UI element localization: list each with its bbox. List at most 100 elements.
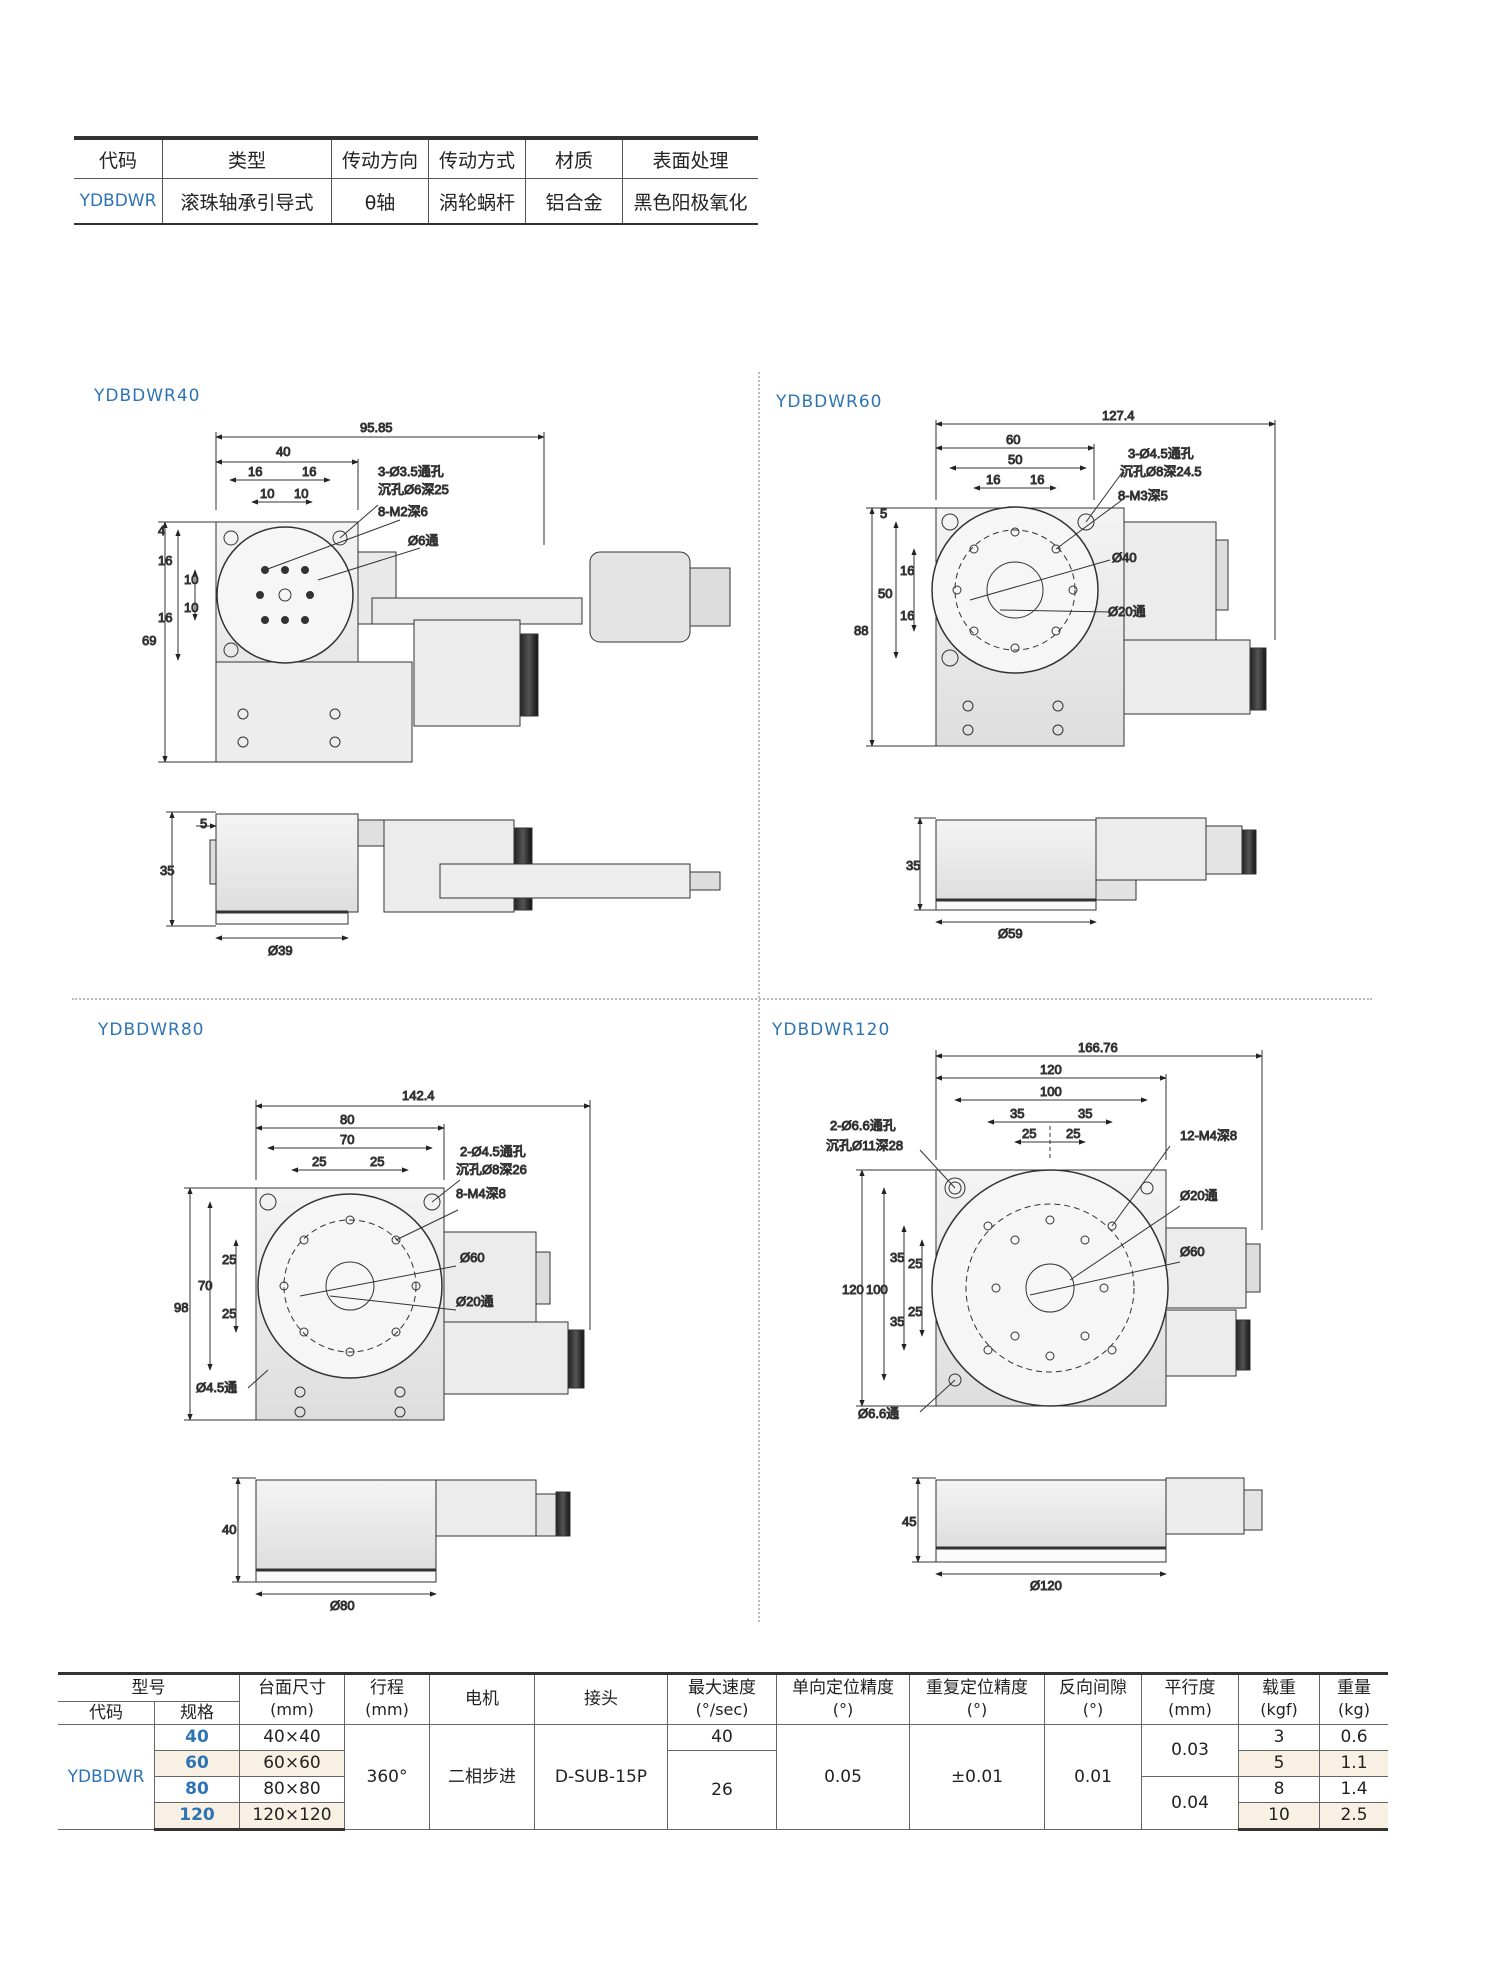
note-80-0: 2-Ø4.5通孔	[460, 1144, 526, 1159]
cell-weight: 0.6	[1319, 1724, 1388, 1751]
drawing-title-120: YDBDWR120	[772, 1020, 891, 1040]
cell-spec: 80	[154, 1776, 240, 1803]
dim-60-w60: 60	[1006, 432, 1020, 447]
header-code: 代码	[58, 1701, 155, 1725]
note-40-0: 3-Ø3.5通孔	[378, 464, 444, 479]
header-backlash: 反向间隙(°)	[1044, 1672, 1142, 1725]
cell-size: 60×60	[239, 1750, 345, 1777]
dim-120-a35: 35	[1010, 1106, 1024, 1121]
drawing-60-side	[914, 817, 1257, 925]
cell-surface: 黑色阳极氧化	[622, 178, 758, 225]
note-40-3: Ø6通	[408, 533, 438, 548]
cell-spec: 120	[154, 1802, 240, 1831]
dim-80-b25: 25	[370, 1154, 384, 1169]
header-max-speed: 最大速度(°/sec)	[667, 1672, 777, 1725]
dim-60-a16: 16	[986, 472, 1000, 487]
dim-60-h5: 5	[880, 506, 887, 521]
note-120-4: Ø60	[1180, 1244, 1205, 1259]
dim-60-h35: 35	[906, 858, 920, 873]
drawing-80-side	[232, 1477, 571, 1597]
cell-travel: 360°	[344, 1724, 430, 1830]
dim-80-h70: 70	[198, 1278, 212, 1293]
note-60-1: 沉孔Ø8深24.5	[1120, 464, 1202, 479]
cell-type: 滚珠轴承引导式	[162, 178, 332, 225]
drawing-40-side	[166, 811, 721, 941]
dim-120-w120: 120	[1040, 1062, 1062, 1077]
cell-load: 5	[1238, 1750, 1320, 1777]
dim-120-v35b: 35	[890, 1314, 904, 1329]
cell-weight: 1.1	[1319, 1750, 1388, 1777]
vertical-separator	[758, 372, 760, 1622]
dim-40-dia39: Ø39	[268, 943, 293, 958]
dim-60-b16: 16	[1030, 472, 1044, 487]
cell-speed-a: 40	[667, 1724, 777, 1751]
dim-120-v25b: 25	[908, 1304, 922, 1319]
dim-40-h4: 4	[158, 523, 165, 538]
dim-120-h100: 100	[866, 1282, 888, 1297]
type-table: 代码 类型 传动方向 传动方式 材质 表面处理 YDBDWR 滚珠轴承引导式 θ…	[74, 136, 758, 225]
header-model: 型号	[58, 1672, 240, 1702]
dim-120-b35: 35	[1078, 1106, 1092, 1121]
dim-80-h40: 40	[222, 1522, 236, 1537]
header-motor: 电机	[429, 1672, 535, 1725]
note-120-5: Ø6.6通	[858, 1406, 899, 1421]
dim-60-v16a: 16	[900, 563, 914, 578]
drawing-120-side	[912, 1477, 1263, 1577]
spec-table: 型号 台面尺寸(mm) 行程(mm) 电机 接头 最大速度(°/sec) 单向定…	[58, 1672, 1388, 1831]
table-row: YDBDWR 40 40×40 360° 二相步进 D-SUB-15P 40 0…	[58, 1724, 1388, 1830]
dim-60-v16b: 16	[900, 608, 914, 623]
table-row: 80 80×80 0.04 8 1.4	[58, 1776, 1388, 1830]
note-60-2: 8-M3深5	[1118, 488, 1168, 503]
cell-load: 10	[1238, 1802, 1320, 1831]
dim-120-h120: 120	[842, 1282, 864, 1297]
header-table-size: 台面尺寸(mm)	[239, 1672, 345, 1725]
header-connector: 接头	[534, 1672, 668, 1725]
cell-spec: 60	[154, 1750, 240, 1777]
dim-40-v10b: 10	[184, 600, 198, 615]
dim-120-a25: 25	[1022, 1126, 1036, 1141]
dim-60-overall: 127.4	[1102, 408, 1135, 423]
dim-80-w70: 70	[340, 1132, 354, 1147]
header-surface: 表面处理	[622, 136, 758, 179]
dim-120-h45: 45	[902, 1514, 916, 1529]
dim-40-overall: 95.85	[360, 420, 393, 435]
cell-weight: 1.4	[1319, 1776, 1388, 1803]
cell-direction: θ轴	[331, 178, 429, 225]
header-parallelism: 平行度(mm)	[1141, 1672, 1239, 1725]
note-60-0: 3-Ø4.5通孔	[1128, 446, 1194, 461]
cell-spec: 40	[154, 1724, 240, 1751]
drawing-120-top	[856, 1050, 1263, 1413]
dim-80-w80: 80	[340, 1112, 354, 1127]
dim-60-h50: 50	[878, 586, 892, 601]
dim-120-w100: 100	[1040, 1084, 1062, 1099]
dim-80-v25a: 25	[222, 1252, 236, 1267]
rotary-scales	[216, 898, 1166, 1572]
note-80-2: 8-M4深8	[456, 1186, 506, 1201]
header-load: 载重(kgf)	[1238, 1672, 1320, 1725]
cell-load: 8	[1238, 1776, 1320, 1803]
dim-40-a10: 10	[260, 486, 274, 501]
note-60-4: Ø20通	[1108, 604, 1146, 619]
note-120-3: Ø20通	[1180, 1188, 1218, 1203]
note-120-2: 12-M4深8	[1180, 1128, 1237, 1143]
header-code: 代码	[74, 136, 163, 179]
cell-parallel-b: 0.04	[1141, 1776, 1239, 1830]
dim-40-v16a: 16	[158, 553, 172, 568]
drawing-40-top	[158, 432, 731, 763]
dim-40-b10: 10	[294, 486, 308, 501]
note-80-5: Ø4.5通	[196, 1380, 237, 1395]
dim-80-v25b: 25	[222, 1306, 236, 1321]
note-80-3: Ø60	[460, 1250, 485, 1265]
cell-speed-b: 26	[667, 1750, 777, 1830]
dim-40-a16: 16	[248, 464, 262, 479]
dim-120-b25: 25	[1066, 1126, 1080, 1141]
dim-120-overall: 166.76	[1078, 1040, 1118, 1055]
cell-motor: 二相步进	[429, 1724, 535, 1830]
cell-code: YDBDWR	[74, 178, 163, 225]
dim-40-h5: 5	[200, 816, 207, 831]
dim-120-v35a: 35	[890, 1250, 904, 1265]
cell-connector: D-SUB-15P	[534, 1724, 668, 1830]
dim-40-v16b: 16	[158, 610, 172, 625]
cell-drive: 涡轮蜗杆	[428, 178, 526, 225]
note-80-4: Ø20通	[456, 1294, 494, 1309]
